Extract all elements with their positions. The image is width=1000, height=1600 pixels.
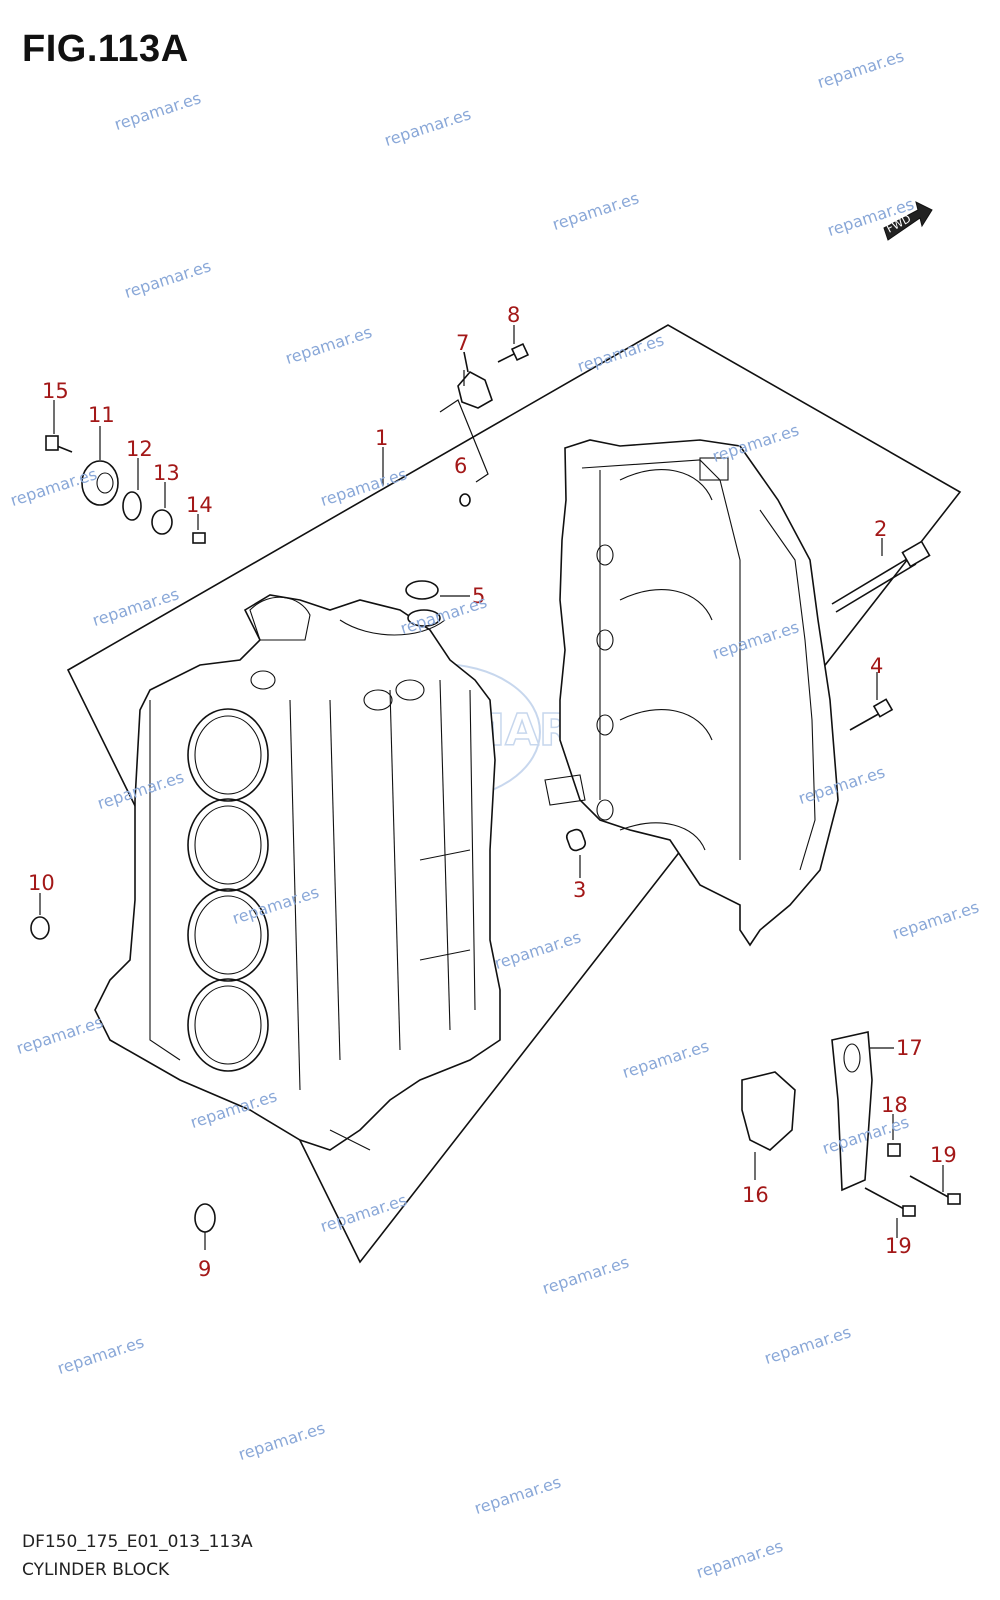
callout-1: 1	[375, 426, 388, 450]
part-5-plug	[405, 580, 441, 627]
part-19b-bolt	[864, 1187, 916, 1217]
part-6-oring	[459, 493, 471, 507]
figure-title: FIG.113A	[22, 28, 189, 70]
callout-2: 2	[874, 517, 887, 541]
callout-16: 16	[742, 1183, 769, 1207]
callout-11: 11	[88, 403, 115, 427]
callout-17: 17	[896, 1036, 923, 1060]
callout-18: 18	[881, 1093, 908, 1117]
part-3-dowel	[565, 828, 587, 852]
part-13-bushing	[151, 509, 173, 535]
figure-name: CYLINDER BLOCK	[22, 1560, 170, 1580]
cylinder-block-part	[94, 594, 501, 1151]
callout-9: 9	[198, 1257, 211, 1281]
callout-10: 10	[28, 871, 55, 895]
callout-3: 3	[573, 878, 586, 902]
part-9-oring	[194, 1203, 216, 1233]
callout-4: 4	[870, 654, 883, 678]
callout-5: 5	[472, 584, 485, 608]
part-8-bolt	[497, 342, 530, 363]
part-4-bolt	[849, 698, 894, 731]
part-7-sensor	[457, 351, 493, 409]
callout-13: 13	[153, 461, 180, 485]
part-16-bracket	[741, 1071, 796, 1151]
callout-19a: 19	[930, 1143, 957, 1167]
part-18-bolt	[887, 1143, 901, 1157]
part-12-oring	[122, 491, 142, 521]
callouts: 1 2 3 4 5 6 7 8 9 10 11 12 13 14 15 16 1…	[28, 303, 957, 1281]
part-15-bolt	[45, 435, 73, 453]
callout-14: 14	[186, 493, 213, 517]
callout-6: 6	[454, 454, 467, 478]
callout-15: 15	[42, 379, 69, 403]
part-10-plug	[30, 916, 50, 940]
callout-19b: 19	[885, 1234, 912, 1258]
part-2-bolt	[831, 540, 931, 613]
part-11-cap	[81, 460, 119, 506]
crankcase-part	[544, 439, 839, 947]
part-14-bolt	[192, 532, 206, 544]
part-19a-bolt	[909, 1175, 961, 1205]
leader-lines	[39, 325, 944, 1250]
callout-8: 8	[507, 303, 520, 327]
part-17-bracket	[831, 1031, 873, 1192]
callout-12: 12	[126, 437, 153, 461]
figure-code: DF150_175_E01_013_113A	[22, 1532, 253, 1552]
callout-7: 7	[456, 331, 469, 355]
